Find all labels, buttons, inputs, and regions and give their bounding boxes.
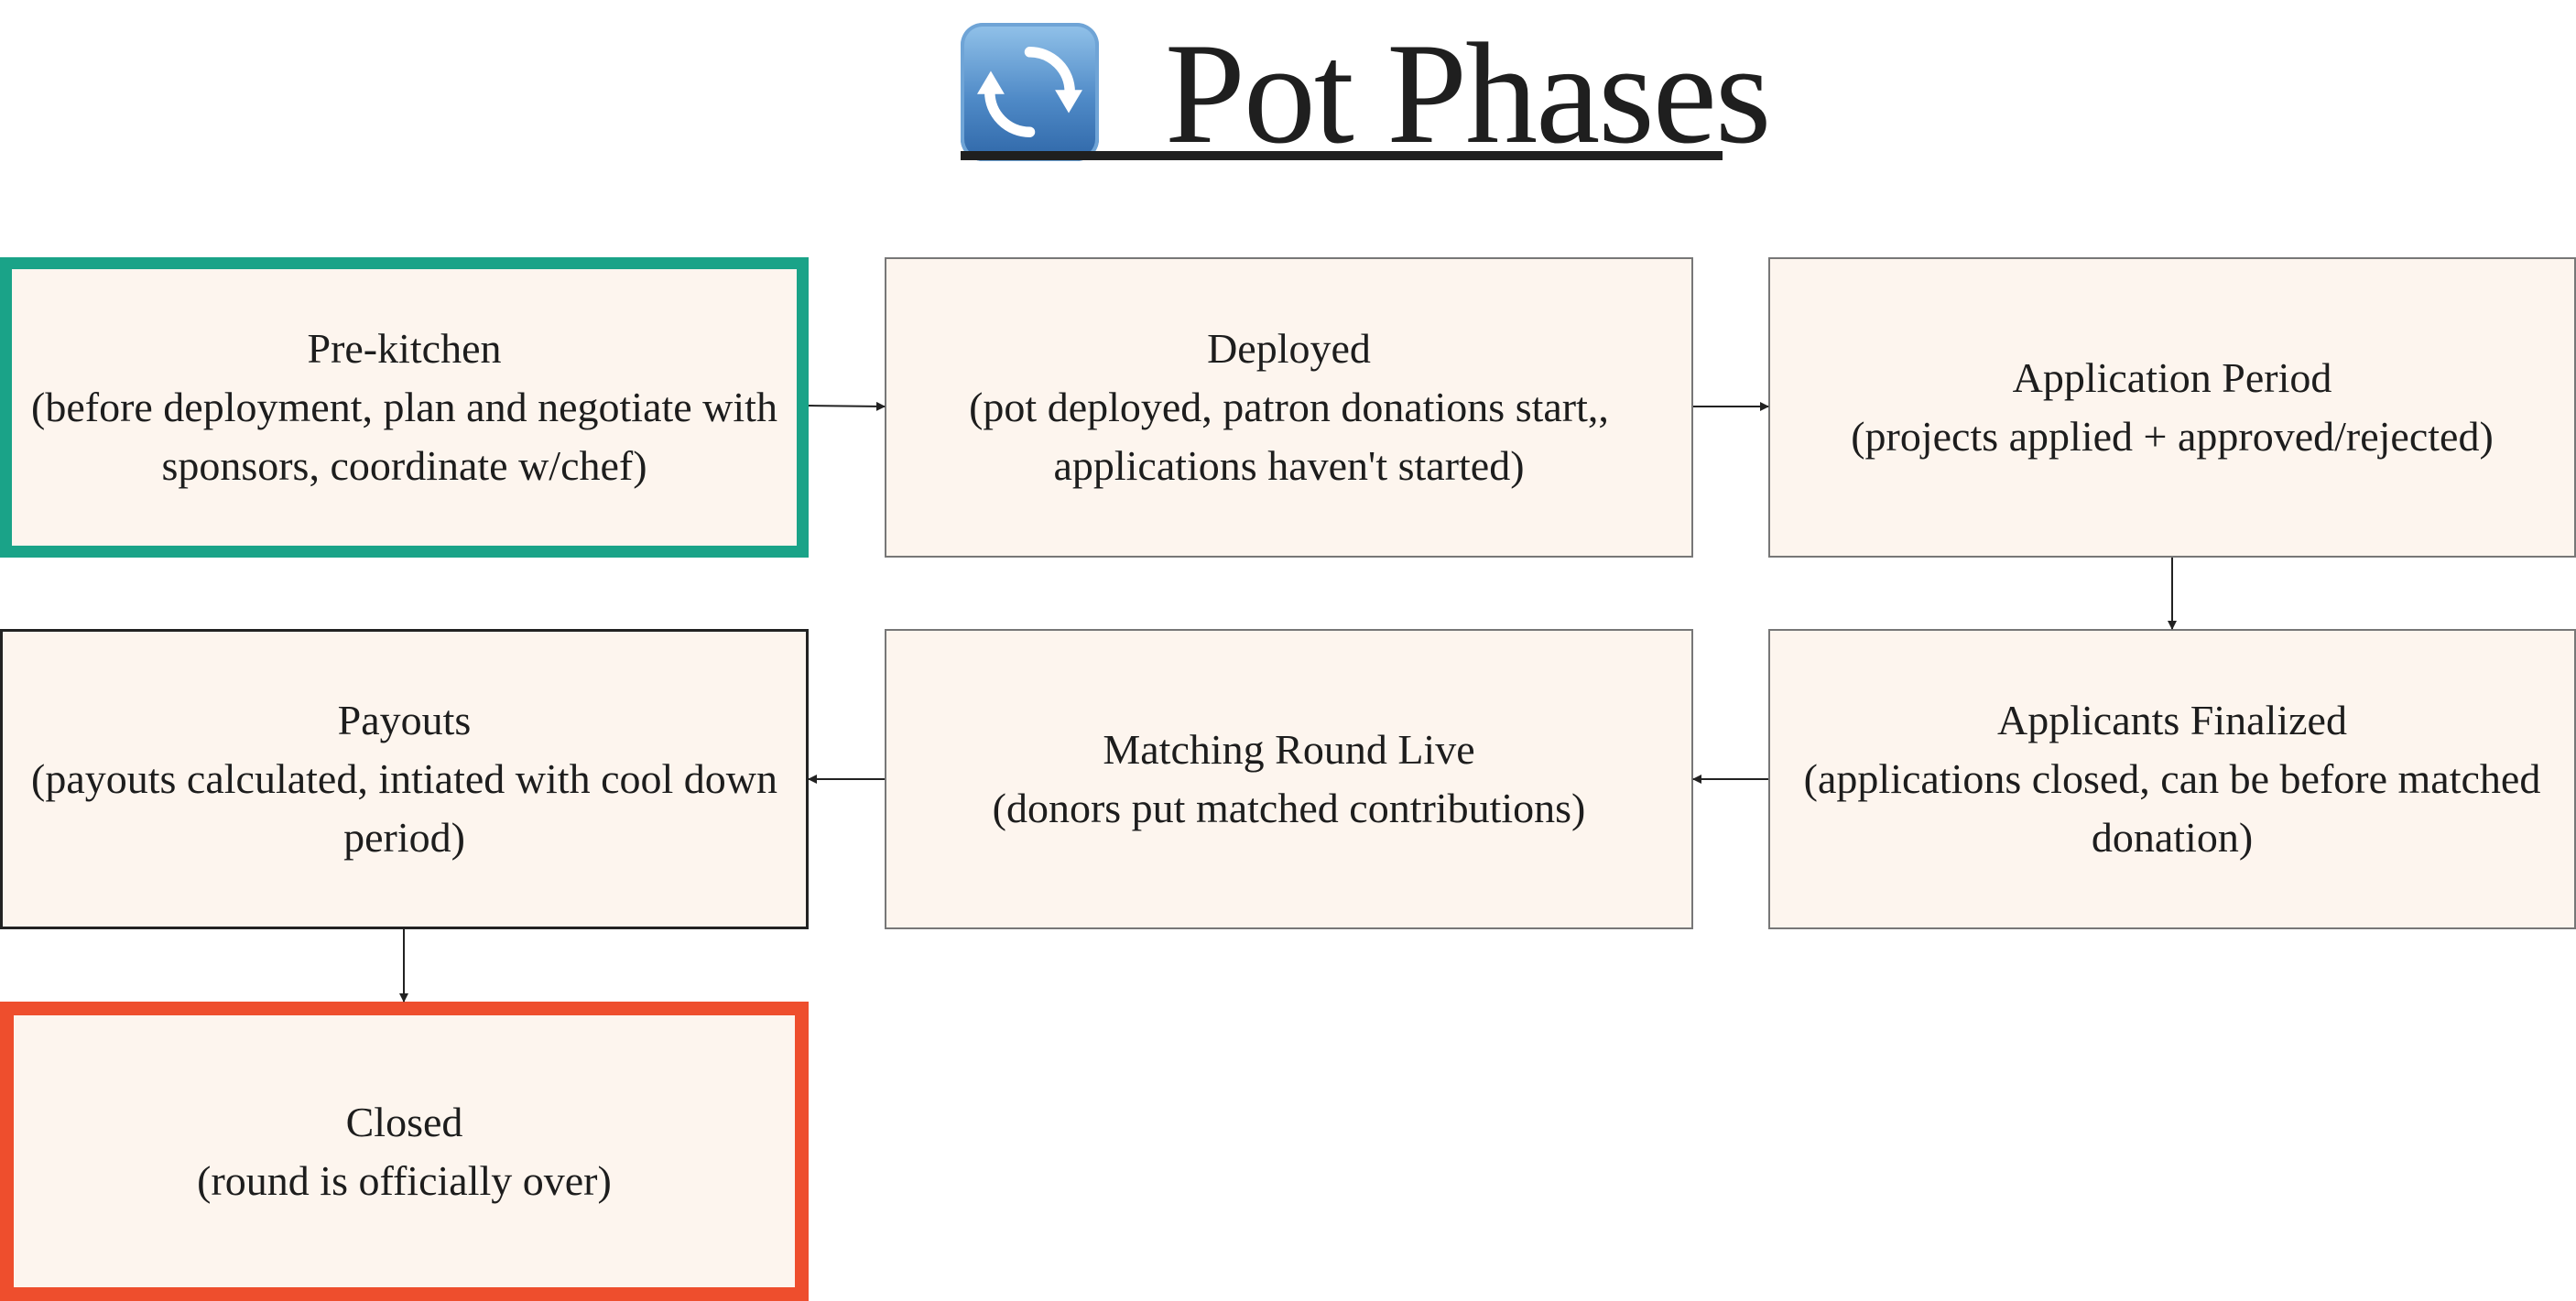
- node-pre-kitchen-title: Pre-kitchen: [307, 325, 502, 372]
- arrow-pre-kitchen-to-deployed: [808, 401, 886, 411]
- node-matching-round-live-description: (donors put matched contributions): [992, 785, 1586, 831]
- node-applicants-finalized-title: Applicants Finalized: [1997, 697, 2347, 743]
- node-closed-title: Closed: [345, 1098, 463, 1145]
- node-applicants-finalized-description: (applications closed, can be before matc…: [1803, 755, 2541, 861]
- node-pre-kitchen: Pre-kitchen (before deployment, plan and…: [0, 257, 809, 558]
- node-matching-round-live-title: Matching Round Live: [1103, 726, 1475, 773]
- node-payouts-title: Payouts: [337, 697, 472, 743]
- node-deployed-title: Deployed: [1207, 325, 1371, 372]
- node-closed: Closed (round is officially over): [0, 1002, 809, 1301]
- node-applicants-finalized: Applicants Finalized (applications close…: [1768, 629, 2576, 929]
- diagram-title: Pot Phases: [961, 18, 1771, 170]
- node-application-period-title: Application Period: [2012, 354, 2332, 401]
- node-closed-description: (round is officially over): [197, 1156, 612, 1204]
- refresh-icon: [961, 23, 1099, 161]
- node-deployed: Deployed (pot deployed, patron donations…: [885, 257, 1693, 558]
- page-title: Pot Phases: [1165, 14, 1771, 174]
- node-payouts-description: (payouts calculated, intiated with cool …: [31, 755, 777, 861]
- node-payouts: Payouts (payouts calculated, intiated wi…: [0, 629, 809, 929]
- node-deployed-description: (pot deployed, patron donations start,, …: [969, 384, 1609, 489]
- node-application-period-description: (projects applied + approved/rejected): [1851, 413, 2494, 460]
- node-matching-round-live: Matching Round Live (donors put matched …: [885, 629, 1693, 929]
- node-application-period: Application Period (projects applied + a…: [1768, 257, 2576, 558]
- title-underline: [961, 151, 1723, 160]
- node-pre-kitchen-description: (before deployment, plan and negotiate w…: [31, 384, 777, 489]
